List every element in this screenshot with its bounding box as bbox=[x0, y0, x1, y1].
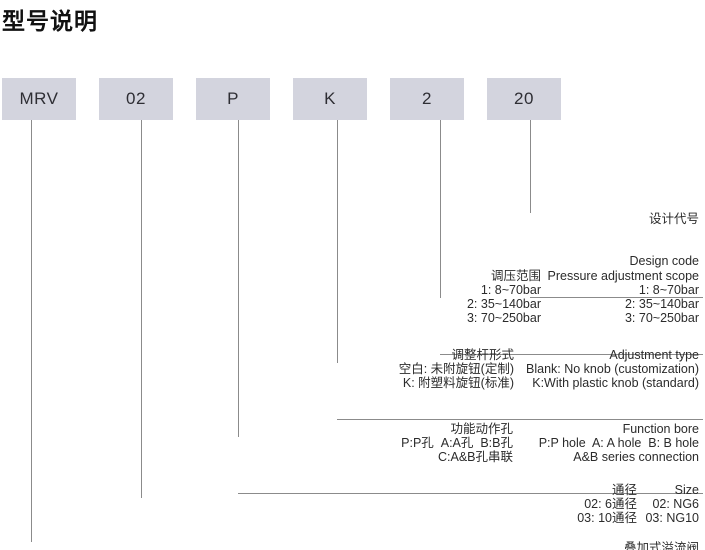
adjustment-type-option-en: Blank: No knob (customization) bbox=[526, 362, 699, 376]
size-option-zh: 02: 6通径 bbox=[584, 497, 637, 511]
pressure-scope-option-en: 2: 35~140bar bbox=[624, 297, 699, 311]
function-bore-option-zh: C:A&B孔串联 bbox=[437, 450, 513, 464]
connector-line-function-bore bbox=[238, 120, 239, 437]
legend-design-code: 设计代号 Design code bbox=[530, 184, 703, 298]
adjustment-type-option-zh: 空白: 未附旋钮(定制) bbox=[398, 362, 514, 376]
code-box-function-bore: P bbox=[196, 78, 270, 120]
code-box-adjustment: K bbox=[293, 78, 367, 120]
pressure-scope-option-en: 3: 70~250bar bbox=[624, 311, 699, 325]
function-bore-option-en: A&B series connection bbox=[573, 450, 699, 464]
page-title: 型号说明 bbox=[2, 8, 98, 34]
function-bore-option-en: P:P hole A: A hole B: B hole bbox=[538, 436, 699, 450]
size-header-en: Size bbox=[674, 483, 699, 497]
pressure-scope-option-zh: 3: 70~250bar bbox=[466, 311, 541, 325]
adjustment-type-header-en: Adjustment type bbox=[609, 348, 699, 362]
size-option-en: 03: NG10 bbox=[645, 511, 699, 525]
legend-pressure-scope: 调压范围 Pressure adjustment scope 1: 8~70ba… bbox=[440, 241, 703, 355]
design-code-label-zh: 设计代号 bbox=[648, 212, 699, 226]
design-code-label-en: Design code bbox=[629, 254, 700, 268]
function-bore-header-zh: 功能动作孔 bbox=[450, 422, 513, 436]
connector-line-pressure bbox=[440, 120, 441, 298]
pressure-scope-header-zh: 调压范围 bbox=[490, 269, 541, 283]
size-option-zh: 03: 10通径 bbox=[577, 511, 637, 525]
pressure-scope-option-zh: 2: 35~140bar bbox=[466, 297, 541, 311]
connector-line-adjustment bbox=[337, 120, 338, 363]
code-box-design-code: 20 bbox=[487, 78, 561, 120]
size-header-zh: 通径 bbox=[611, 483, 637, 497]
legend-adjustment-type: 调整杆形式 Adjustment type 空白: 未附旋钮(定制) Blank… bbox=[337, 320, 703, 420]
size-option-en: 02: NG6 bbox=[652, 497, 699, 511]
pressure-scope-option-zh: 1: 8~70bar bbox=[480, 283, 541, 297]
pressure-scope-header-en: Pressure adjustment scope bbox=[547, 269, 699, 283]
adjustment-type-option-zh: K: 附塑料旋钮(标准) bbox=[402, 376, 514, 390]
function-bore-option-zh: P:P孔 A:A孔 B:B孔 bbox=[401, 436, 513, 450]
legend-function-bore: 功能动作孔 Function bore P:P孔 A:A孔 B:B孔 P:P h… bbox=[238, 394, 703, 494]
connector-line-design-code bbox=[530, 120, 531, 213]
code-box-size: 02 bbox=[99, 78, 173, 120]
product-name-zh: 叠加式溢流阀 bbox=[623, 541, 699, 550]
legend-size: 通径 Size 02: 6通径 02: NG6 03: 10通径 03: NG1… bbox=[141, 455, 703, 550]
legend-product-name: 叠加式溢流阀 Modular relief valves bbox=[31, 513, 703, 550]
adjustment-type-header-zh: 调整杆形式 bbox=[451, 348, 514, 362]
code-box-pressure: 2 bbox=[390, 78, 464, 120]
pressure-scope-option-en: 1: 8~70bar bbox=[638, 283, 699, 297]
connector-line-size bbox=[141, 120, 142, 498]
function-bore-header-en: Function bore bbox=[622, 422, 699, 436]
code-box-series: MRV bbox=[2, 78, 76, 120]
connector-line-series bbox=[31, 120, 32, 542]
adjustment-type-option-en: K:With plastic knob (standard) bbox=[532, 376, 699, 390]
